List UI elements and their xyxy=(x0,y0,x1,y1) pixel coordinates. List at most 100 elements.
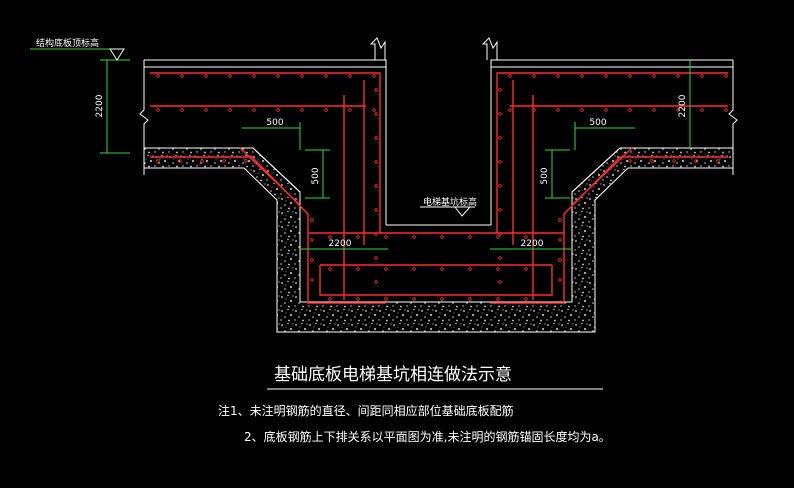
rebar-dot xyxy=(156,159,160,163)
rebar-dot xyxy=(628,108,632,112)
rebar-dot xyxy=(724,108,728,112)
rebar-dot xyxy=(310,278,314,282)
rebar-dot xyxy=(310,218,314,222)
rebar-dot xyxy=(532,108,536,112)
rebar-dot xyxy=(228,74,232,78)
rebar-dot xyxy=(628,74,632,78)
rebar-dot xyxy=(508,108,512,112)
right-height-dimension: 2200 xyxy=(678,94,688,117)
left-bottom-2200-dimension: 2200 xyxy=(329,239,352,249)
rebar-dot xyxy=(440,235,444,239)
rebar-dot xyxy=(468,235,472,239)
rebar-dot xyxy=(180,74,184,78)
rebar-dot xyxy=(276,74,280,78)
rebar-dot xyxy=(374,112,378,116)
rebar-dot xyxy=(384,235,388,239)
rebar xyxy=(150,72,728,304)
rebar-dot xyxy=(496,267,500,271)
rebar-dot xyxy=(676,108,680,112)
rebar-dot xyxy=(204,74,208,78)
rebar-dot xyxy=(328,235,332,239)
rebar-dot xyxy=(700,74,704,78)
pit-bottom-elevation-label: 电梯基坑标高 xyxy=(423,196,477,208)
rebar-dot xyxy=(498,280,502,284)
rebar-dot xyxy=(200,159,204,163)
drawing-title: 基础底板电梯基坑相连做法示意 xyxy=(274,365,512,385)
rebar-dot xyxy=(694,159,698,163)
rebar-dot xyxy=(348,74,352,78)
rebar-section-dots xyxy=(156,74,728,301)
rebar-dot xyxy=(468,267,472,271)
right-vertical-500-dimension: 500 xyxy=(540,167,550,184)
rebar-dot xyxy=(244,159,248,163)
rebar-dot xyxy=(498,256,502,260)
rebar-dot xyxy=(724,74,728,78)
rebar-dot xyxy=(374,88,378,92)
rebar-dot xyxy=(384,267,388,271)
rebar-dot xyxy=(628,159,632,163)
rebar-dot xyxy=(374,208,378,212)
rebar-dot xyxy=(204,108,208,112)
rebar-dot xyxy=(700,108,704,112)
left-height-dimension: 2200 xyxy=(95,94,105,117)
left-vertical-500-dimension: 500 xyxy=(311,167,321,184)
rebar-dot xyxy=(650,159,654,163)
left-horizontal-500-dimension: 500 xyxy=(266,118,283,128)
rebar-dot xyxy=(498,160,502,164)
rebar-dot xyxy=(558,238,562,242)
rebar-dot xyxy=(300,74,304,78)
rebar-dot xyxy=(372,108,376,112)
rebar-dot xyxy=(498,112,502,116)
rebar-dot xyxy=(524,235,528,239)
rebar-dot xyxy=(374,160,378,164)
rebar-dot xyxy=(672,159,676,163)
rebar-dot xyxy=(496,297,500,301)
rebar-dot xyxy=(508,74,512,78)
rebar-dot xyxy=(532,74,536,78)
rebar-dot xyxy=(498,136,502,140)
note-line-2: 2、底板钢筋上下排关系以平面图为准,未注明的钢筋锚固长度均为a。 xyxy=(244,429,611,444)
rebar-dot xyxy=(324,74,328,78)
rebar-dot xyxy=(604,108,608,112)
rebar-dot xyxy=(716,159,720,163)
rebar-dot xyxy=(676,74,680,78)
rebar-dot xyxy=(374,136,378,140)
rebar-dot xyxy=(372,74,376,78)
rebar-dot xyxy=(374,280,378,284)
rebar-dot xyxy=(498,184,502,188)
rebar-dot xyxy=(356,267,360,271)
rebar-dot xyxy=(178,159,182,163)
rebar-dot xyxy=(652,74,656,78)
rebar-dot xyxy=(328,297,332,301)
rebar-dot xyxy=(348,108,352,112)
rebar-dot xyxy=(384,297,388,301)
rebar-dot xyxy=(374,232,378,236)
rebar-dot xyxy=(374,256,378,260)
rebar-dot xyxy=(524,297,528,301)
dimension-lines xyxy=(30,48,691,250)
right-horizontal-500-dimension: 500 xyxy=(589,118,606,128)
rebar-dot xyxy=(300,108,304,112)
rebar-dot xyxy=(498,208,502,212)
slab-bottom-elevation-label: 结构底板顶标高 xyxy=(36,37,99,49)
rebar-dot xyxy=(524,267,528,271)
right-bottom-2200-dimension: 2200 xyxy=(521,239,544,249)
note-line-1: 注1、未注明钢筋的直径、间距同相应部位基础底板配筋 xyxy=(218,403,514,418)
rebar-dot xyxy=(498,88,502,92)
rebar-dot xyxy=(222,159,226,163)
rebar-dot xyxy=(412,235,416,239)
rebar-dot xyxy=(156,74,160,78)
rebar-dot xyxy=(580,74,584,78)
structure-outline xyxy=(139,37,738,302)
rebar-dot xyxy=(374,184,378,188)
rebar-dot xyxy=(468,297,472,301)
rebar-dot xyxy=(556,108,560,112)
rebar-dot xyxy=(604,74,608,78)
rebar-dot xyxy=(412,267,416,271)
rebar-dot xyxy=(252,108,256,112)
rebar-dot xyxy=(652,108,656,112)
rebar-dot xyxy=(252,74,256,78)
rebar-dot xyxy=(310,258,314,262)
rebar-dot xyxy=(356,235,360,239)
